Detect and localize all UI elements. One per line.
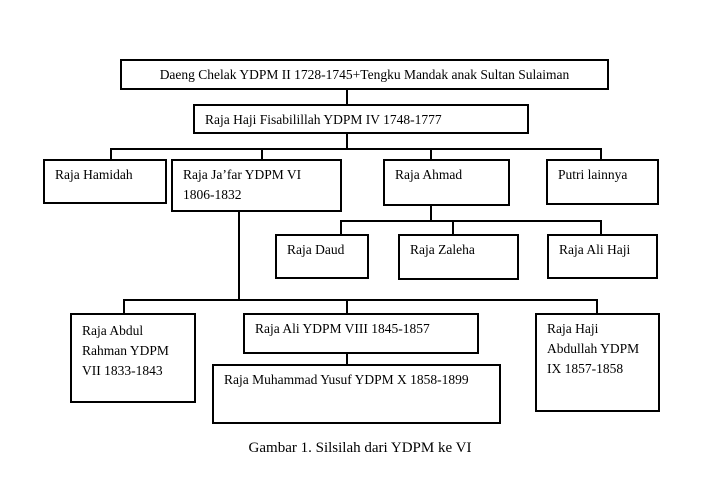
connector-to-ahmad [430, 148, 432, 160]
node-raja-hamidah: Raja Hamidah [43, 159, 167, 204]
node-raja-haji-fisabilillah: Raja Haji Fisabilillah YDPM IV 1748-1777 [193, 104, 529, 134]
connector-jafar-children-bar [123, 299, 598, 301]
node-raja-ali-haji: Raja Ali Haji [547, 234, 658, 279]
connector-to-jafar [261, 148, 263, 160]
node-putri-lainnya: Putri lainnya [546, 159, 659, 205]
node-raja-daud: Raja Daud [275, 234, 369, 279]
node-daeng-chelak: Daeng Chelak YDPM II 1728-1745+Tengku Ma… [120, 59, 609, 90]
node-raja-ahmad: Raja Ahmad [383, 159, 510, 206]
node-raja-zaleha: Raja Zaleha [398, 234, 519, 280]
connector-to-hamidah [110, 148, 112, 160]
node-raja-muhammad-yusuf: Raja Muhammad Yusuf YDPM X 1858-1899 [212, 364, 501, 424]
node-raja-haji-abdullah: Raja Haji Abdullah YDPM IX 1857-1858 [535, 313, 660, 412]
connector-fisabilillah-down [346, 133, 348, 149]
connector-to-abdul-rahman [123, 299, 125, 314]
node-raja-ali-viii: Raja Ali YDPM VIII 1845-1857 [243, 313, 479, 354]
connector-to-zaleha [452, 220, 454, 235]
connector-to-haji-abdullah [596, 299, 598, 314]
figure-caption: Gambar 1. Silsilah dari YDPM ke VI [248, 440, 472, 456]
connector-to-putri [600, 148, 602, 160]
connector-ahmad-children-bar [340, 220, 602, 222]
connector-jafar-down [238, 212, 240, 301]
connector-to-ali-haji [600, 220, 602, 235]
connector-root-to-fisabilillah [346, 89, 348, 105]
connector-children-bar [110, 148, 602, 150]
node-raja-abdul-rahman: Raja Abdul Rahman YDPM VII 1833-1843 [70, 313, 196, 403]
connector-ali-viii-to-yusuf [346, 353, 348, 365]
connector-ahmad-down [430, 205, 432, 221]
connector-to-ali-viii [346, 299, 348, 314]
connector-to-daud [340, 220, 342, 235]
node-raja-jafar: Raja Ja’far YDPM VI 1806-1832 [171, 159, 342, 212]
